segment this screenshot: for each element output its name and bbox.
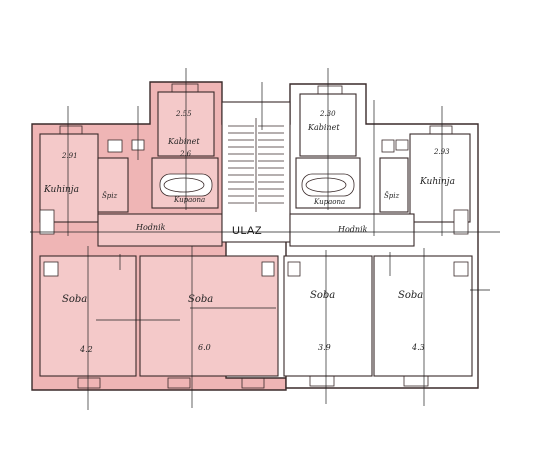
right-kitchen xyxy=(409,133,471,223)
left-room-2 xyxy=(139,255,279,377)
right-wc-label: Kabinet xyxy=(307,123,340,132)
right-hall xyxy=(289,213,415,247)
stairs xyxy=(228,125,284,204)
right-room-1-label: Soba xyxy=(310,290,335,301)
left-hall-label: Hodnik xyxy=(135,223,166,232)
left-kitchen-label: Kuhinja xyxy=(43,185,79,195)
right-wc-dim: 2.30 xyxy=(319,110,336,118)
left-kitchen xyxy=(39,133,99,223)
dimension-lines xyxy=(30,68,500,410)
left-pantry-label: Špiz xyxy=(102,191,118,200)
right-pantry xyxy=(379,157,409,213)
right-bathroom-label: Kupaona xyxy=(313,198,345,206)
right-kitchen-label: Kuhinja xyxy=(419,177,455,187)
left-bathroom-label: Kupaona xyxy=(173,196,205,204)
right-pantry-label: Špiz xyxy=(384,191,400,200)
windows xyxy=(59,83,453,389)
left-room-1-dim: 4.2 xyxy=(79,345,93,354)
entrance-label: ULAZ xyxy=(232,225,262,237)
left-wc-dim: 2.55 xyxy=(175,110,192,118)
right-kitchen-dim: 2.93 xyxy=(433,148,450,156)
right-room-2-label: Soba xyxy=(398,290,423,301)
left-pantry xyxy=(97,157,129,213)
left-room-1-label: Soba xyxy=(62,294,87,305)
left-room-2-label: Soba xyxy=(188,294,213,305)
left-wc-label: Kabinet xyxy=(167,137,200,146)
right-room-2-dim: 4.3 xyxy=(411,343,425,352)
left-kitchen-dim: 2.91 xyxy=(61,152,78,160)
right-room-1-dim: 3.9 xyxy=(318,343,331,352)
left-room-2-dim: 6.0 xyxy=(198,343,211,352)
right-hall-label: Hodnik xyxy=(337,225,368,234)
left-wc-sub: 2.6 xyxy=(179,150,192,158)
